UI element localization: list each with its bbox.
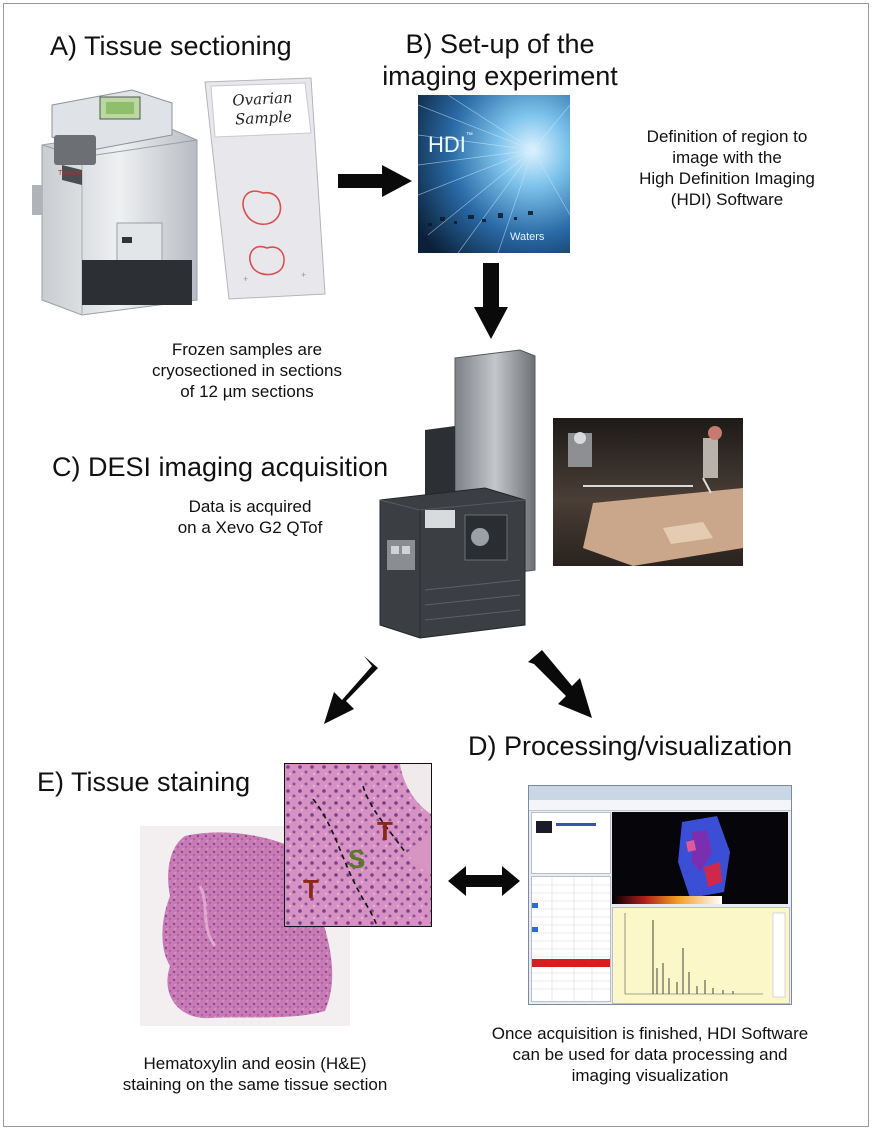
section-b-caption: Definition of region to image with the H… xyxy=(598,126,856,210)
caption-line: of 12 µm sections xyxy=(180,382,314,401)
section-a-title: A) Tissue sectioning xyxy=(50,31,292,61)
section-b-title: B) Set-up of the imaging experiment xyxy=(370,28,630,92)
waters-brand: Waters xyxy=(510,231,545,243)
hdi-cover-art xyxy=(418,95,570,253)
section-c-title: C) DESI imaging acquisition xyxy=(52,452,389,482)
hdi-logo-tm: ™ xyxy=(465,132,473,139)
figure-frame xyxy=(3,3,869,1127)
caption-line: Definition of region to xyxy=(646,127,808,146)
section-b-title-line1: B) Set-up of the xyxy=(405,29,595,59)
he-zoom-inset: T S T xyxy=(284,763,432,927)
arrow-a-to-b xyxy=(338,165,412,197)
hdi-software-screenshot xyxy=(528,785,792,1005)
desi-source-photo xyxy=(553,418,743,566)
caption-line: Hematoxylin and eosin (H&E) xyxy=(143,1054,367,1073)
svg-text:+: + xyxy=(243,274,248,284)
he-zoom-texture xyxy=(285,764,431,926)
slide-label: Ovarian Sample xyxy=(212,87,314,130)
peak-table-rows xyxy=(532,877,610,1001)
cryostat-image: Thermo xyxy=(32,89,198,316)
caption-line: Once acquisition is finished, HDI Softwa… xyxy=(491,1024,809,1043)
caption-line: on a Xevo G2 QTof xyxy=(177,518,323,537)
caption-line: staining on the same tissue section xyxy=(122,1075,388,1094)
section-d-caption: Once acquisition is finished, HDI Softwa… xyxy=(440,1023,860,1086)
section-e-caption: Hematoxylin and eosin (H&E) staining on … xyxy=(80,1053,430,1095)
stroma-label: S xyxy=(348,844,366,874)
xevo-instrument-image xyxy=(379,349,536,639)
ion-image-panel xyxy=(612,812,788,904)
ion-heatmap xyxy=(612,816,730,904)
section-d-title: D) Processing/visualization xyxy=(468,731,793,761)
svg-text:+: + xyxy=(301,270,306,280)
hdi-logo-text: HDI xyxy=(428,132,466,157)
mass-spectrum-panel xyxy=(612,907,790,1004)
caption-line: imaging visualization xyxy=(571,1066,729,1085)
peak-table xyxy=(531,876,611,1002)
tumor-label: T xyxy=(377,816,393,846)
arrow-e-d-bidirectional xyxy=(448,866,520,896)
tumor-label: T xyxy=(303,874,319,904)
arrow-c-to-d xyxy=(528,650,592,718)
section-c-caption: Data is acquired on a Xevo G2 QTof xyxy=(150,496,350,538)
hdi-cover-logo: HDI™ xyxy=(428,132,473,158)
mass-spectrum xyxy=(624,912,786,998)
caption-line: cryosectioned in sections xyxy=(152,361,342,380)
svg-text:Thermo: Thermo xyxy=(58,170,82,177)
arrow-c-to-e xyxy=(324,656,378,724)
arrow-b-to-c xyxy=(474,263,508,339)
software-menu-bar xyxy=(529,800,791,811)
caption-line: can be used for data processing and xyxy=(512,1045,788,1064)
section-a-caption: Frozen samples are cryosectioned in sect… xyxy=(92,339,402,402)
caption-line: Data is acquired xyxy=(188,497,312,516)
thumbnail-list xyxy=(531,812,611,874)
hdi-software-cover: HDI™ Waters xyxy=(418,95,570,253)
ovarian-slide-image: + + xyxy=(204,77,326,300)
caption-line: High Definition Imaging xyxy=(639,169,815,188)
caption-line: image with the xyxy=(672,148,782,167)
software-title-bar xyxy=(529,786,791,800)
caption-line: (HDI) Software xyxy=(670,190,784,209)
caption-line: Frozen samples are xyxy=(171,340,323,359)
section-e-title: E) Tissue staining xyxy=(37,767,251,797)
section-b-title-line2: imaging experiment xyxy=(382,61,618,91)
